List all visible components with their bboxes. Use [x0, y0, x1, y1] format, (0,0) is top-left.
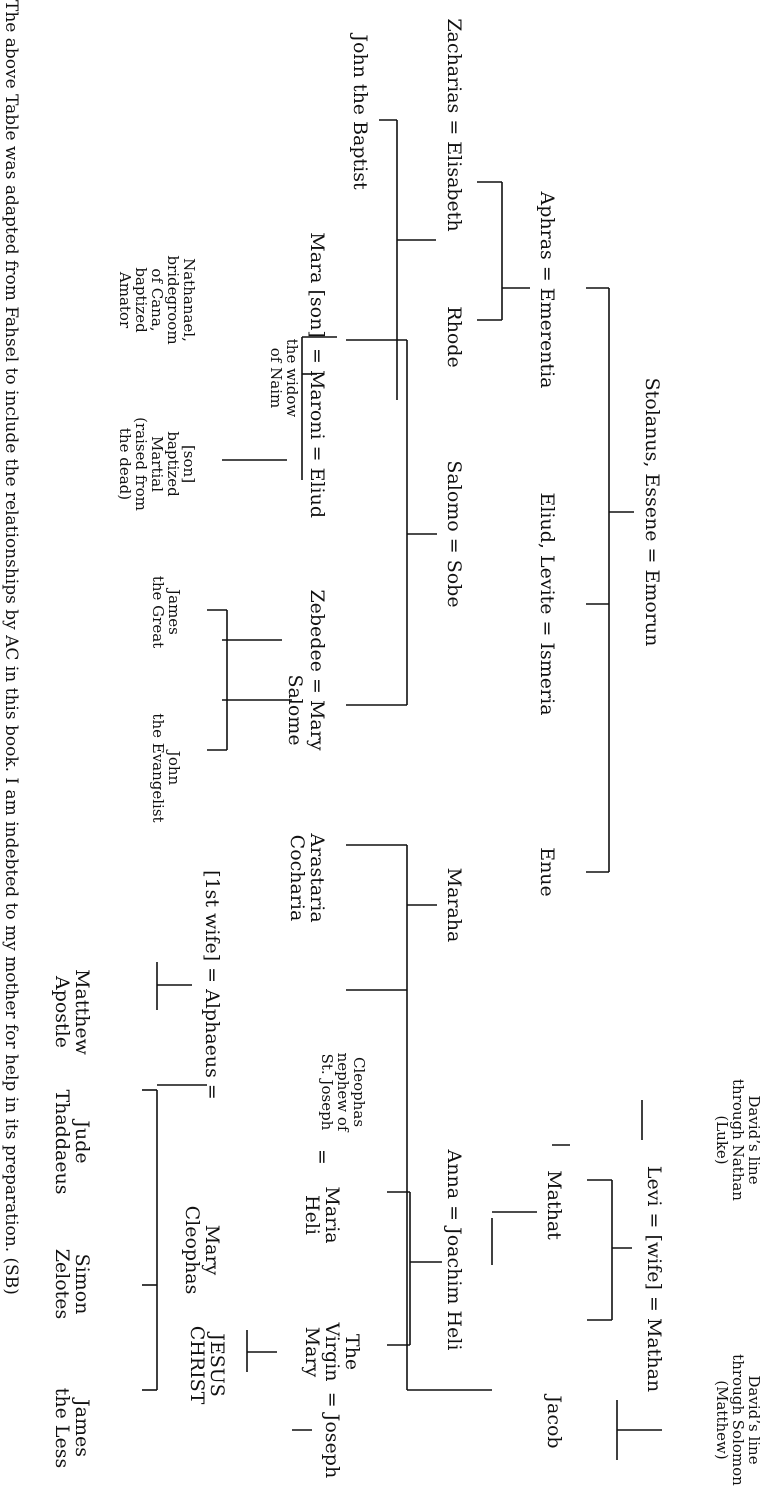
martial-line: baptized [164, 431, 182, 497]
james-the-great-line: James [165, 589, 183, 635]
mary-cleophas-line: Cleophas [181, 1205, 203, 1295]
mara-son: Mara [son] [306, 232, 328, 338]
aphras-emerentia: Aphras = Emerentia [536, 191, 558, 389]
arastaria-cocharia-line: Arastaria [306, 833, 328, 923]
widow-of-naim-line: the widow [283, 338, 301, 418]
john-the-evangelist-line: John [165, 750, 183, 786]
davids-line-matthew-line: through Solomon [729, 1354, 747, 1486]
salome: Salome [284, 674, 306, 746]
davids-line-matthew-line: David’s line [745, 1375, 763, 1465]
salomo-sobe: Salomo = Sobe [443, 460, 465, 608]
zacharias-elisabeth: Zacharias = Elisabeth [443, 18, 465, 232]
eliud-ismeria: Eliud, Levite = Ismeria [536, 492, 558, 716]
maraha: Maraha [443, 867, 465, 943]
jesus-christ-line: CHRIST [186, 1325, 208, 1405]
rhode: Rhode [443, 306, 465, 368]
nathanael-line: bridegroom [164, 255, 182, 345]
nathanael-line: baptized [132, 267, 150, 333]
levi-wife-mathan: Levi = [wife] = Mathan [643, 1165, 665, 1393]
davids-line-luke-line: (Luke) [713, 1115, 731, 1165]
jude-thaddaeus-line: Jude [71, 1120, 93, 1164]
john-the-baptist: John the Baptist [349, 34, 371, 190]
nathanael-line: Nathanael, [180, 258, 198, 342]
davids-line-luke-line: David’s line [745, 1095, 763, 1185]
james-the-less-line: the Less [51, 1387, 73, 1469]
cleophas-nephew-line: St. Joseph [318, 1053, 336, 1131]
jacob: Jacob [543, 1395, 565, 1449]
matthew-apostle-line: Apostle [51, 975, 73, 1049]
equals-joseph: = Joseph [321, 1391, 343, 1479]
widow-of-naim-line: of Naim [267, 347, 285, 409]
maria-heli-line: Heli [301, 1195, 323, 1235]
martial-line: the dead) [116, 427, 134, 501]
simon-zelotes-line: Zelotes [51, 1248, 73, 1320]
davids-line-luke-line: through Nathan [729, 1079, 747, 1201]
mathat: Mathat [543, 1170, 565, 1240]
nathanael-line: of Cana, [148, 268, 166, 332]
martial-line: Martial [148, 435, 166, 493]
stolanus-emorun: Stolanus, Essene = Emorun [641, 377, 663, 647]
martial-line: (raised from [132, 417, 150, 511]
mary-cleophas-line: Mary [201, 1224, 223, 1276]
the-virgin-mary-line: Virgin [321, 1322, 343, 1382]
enue: Enue [536, 847, 558, 897]
simon-zelotes-line: Simon [71, 1253, 93, 1315]
nathanael-line: Amator [116, 271, 134, 329]
anna-joachim-heli: Anna = Joachim Heli [443, 1149, 465, 1351]
davids-line-matthew-line: (Matthew) [713, 1380, 731, 1460]
james-the-great-line: the Great [149, 575, 167, 649]
the-virgin-mary-line: The [341, 1333, 363, 1371]
arastaria-cocharia-line: Cocharia [286, 834, 308, 922]
john-the-evangelist-line: the Evangelist [149, 713, 167, 823]
caption: The above Table was adapted from Fahsel … [1, 0, 21, 1295]
cleophas-nephew-line: nephew of [334, 1052, 352, 1132]
martial-line: [son] [180, 444, 198, 484]
cleophas-nephew-line: Cleophas [350, 1056, 368, 1128]
zebedee-mary: Zebedee = Mary [306, 589, 328, 751]
first-wife-alphaeus: [1st wife] = Alphaeus = [201, 870, 223, 1100]
jude-thaddaeus-line: Thaddaeus [51, 1089, 73, 1195]
matthew-apostle-line: Matthew [71, 969, 93, 1055]
jesus-christ-line: JESUS [206, 1333, 228, 1397]
james-the-less-line: James [71, 1399, 93, 1457]
maroni-eliud: = Maroni = Eliud [306, 348, 328, 518]
the-virgin-mary-line: Mary [301, 1326, 323, 1378]
cleophas-equals: = [311, 1149, 333, 1165]
maria-heli-line: Maria [321, 1186, 343, 1244]
